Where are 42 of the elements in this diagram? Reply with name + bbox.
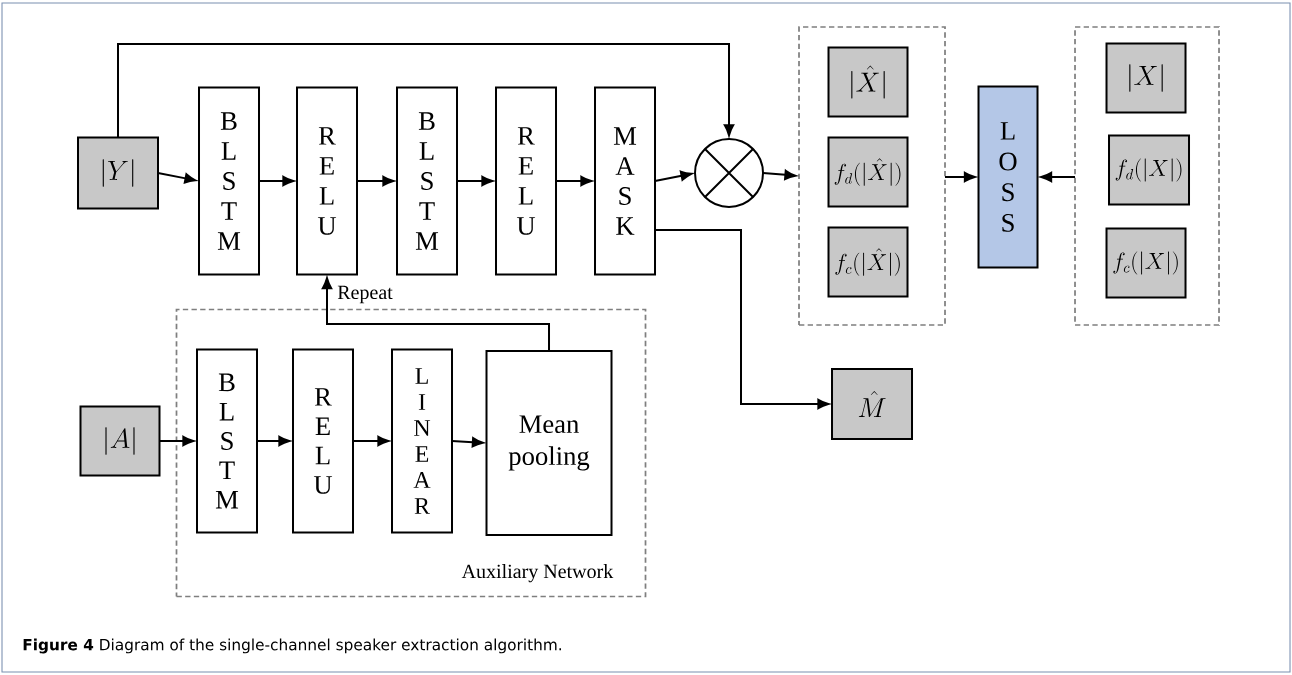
arrow <box>256 435 291 447</box>
variable-box: $\hat{M}$ <box>831 368 913 440</box>
layer-box: L I N E A R <box>391 348 453 534</box>
arrow <box>1040 171 1076 183</box>
edge-label: Repeat <box>335 284 395 305</box>
layer-box: B L S T M <box>396 86 458 276</box>
layer-box: B L S T M <box>198 86 260 276</box>
arrow <box>654 170 693 182</box>
arrow <box>451 437 484 448</box>
layer-box: Mean pooling <box>485 350 613 536</box>
layer-box: B L S T M <box>196 348 258 534</box>
dashed-group-box <box>798 26 946 326</box>
arrow <box>654 229 830 410</box>
arrow <box>456 175 494 187</box>
variable-box: $f_{d}(|\hat{X}|)$ <box>827 136 909 208</box>
layer-box: R E L U <box>292 348 354 534</box>
arrow <box>555 175 593 187</box>
arrow <box>258 175 295 187</box>
group-label: Auxiliary Network <box>461 564 614 583</box>
figure-caption: Figure 4 Diagram of the single-channel speaker extraction algorithm. <box>23 638 561 654</box>
arrow <box>321 277 550 352</box>
multiply-circle <box>694 138 764 208</box>
arrow <box>158 435 195 447</box>
arrow <box>762 169 797 181</box>
dashed-group-box <box>175 308 647 598</box>
arrow <box>117 43 735 139</box>
variable-box: $|\hat{X}|$ <box>827 46 909 118</box>
variable-box: $f_{d}(|X|)$ <box>1108 134 1190 206</box>
variable-box: $|X|$ <box>1105 42 1187 114</box>
arrow <box>356 175 395 187</box>
loss-box: L O S S <box>977 85 1039 269</box>
variable-box: $|A|$ <box>79 405 161 477</box>
variable-box: $|Y|$ <box>77 136 159 210</box>
layer-box: R E L U <box>495 86 557 276</box>
dashed-group-box <box>1074 26 1220 326</box>
layer-box: R E L U <box>296 86 358 276</box>
layer-box: M A S K <box>594 86 656 276</box>
variable-box: $f_{c}(|\hat{X}|)$ <box>827 226 909 298</box>
arrow <box>944 171 976 183</box>
arrow <box>157 172 197 184</box>
arrow <box>352 435 390 447</box>
variable-box: $f_{c}(|X|)$ <box>1105 227 1187 299</box>
